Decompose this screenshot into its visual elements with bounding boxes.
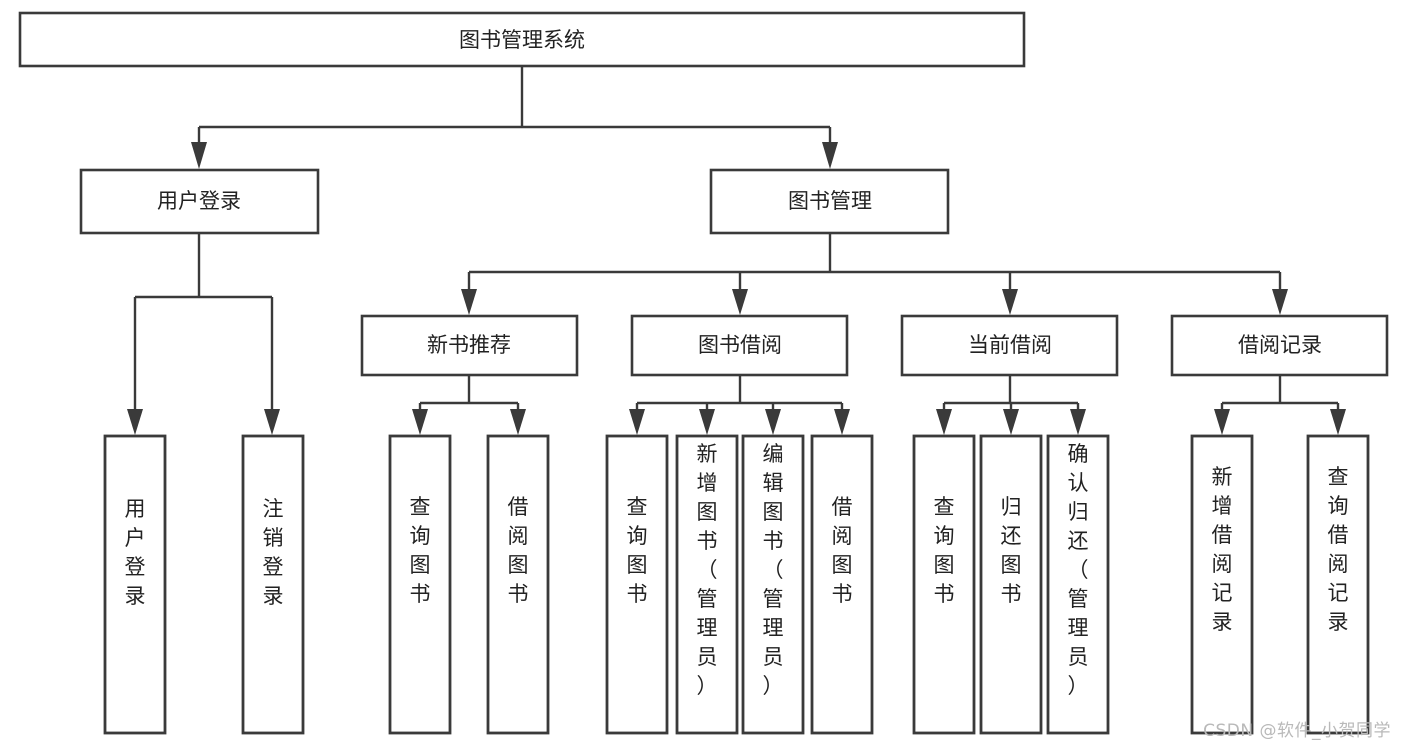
node-user-login-label: 用户登录 <box>157 189 241 213</box>
arrowhead-userlogin <box>191 142 207 169</box>
arrowhead-bookborrow-leaf-2 <box>699 409 715 435</box>
node-current-borrow[interactable]: 当前借阅 <box>900 314 1119 377</box>
leaf-node-nbr-borrow-book-label: 借阅图书 <box>508 495 529 606</box>
arrowhead-bookborrow-leaf-4 <box>834 409 850 435</box>
node-book-management-label: 图书管理 <box>788 189 872 213</box>
arrowhead-borrowrecord <box>1272 289 1288 315</box>
connector-group-newbook <box>412 375 526 435</box>
arrowhead-currentborrow-leaf-3 <box>1070 409 1086 435</box>
arrowhead-bookborrow-leaf-1 <box>629 409 645 435</box>
leaf-node-user-login[interactable]: 用户登录 <box>103 434 167 735</box>
node-book-management[interactable]: 图书管理 <box>709 168 950 235</box>
leaf-node-nbr-borrow-book[interactable]: 借阅图书 <box>486 434 550 735</box>
node-borrow-record-box[interactable] <box>1170 314 1389 377</box>
leaf-node-br-query-record[interactable]: 查询借阅记录 <box>1306 434 1370 735</box>
arrowhead-leaf-user-login <box>127 409 143 435</box>
leaf-node-cb-query-book-box[interactable] <box>912 434 976 735</box>
leaf-node-br-add-record[interactable]: 新增借阅记录 <box>1190 434 1254 735</box>
node-new-book-recommend-label: 新书推荐 <box>427 333 511 357</box>
arrowhead-bookborrow <box>732 289 748 315</box>
leaf-node-bb-add-book-label: 新增图书（管理员） <box>697 442 718 698</box>
node-borrow-record[interactable]: 借阅记录 <box>1170 314 1389 377</box>
node-borrow-record-label: 借阅记录 <box>1238 333 1322 357</box>
node-root-label: 图书管理系统 <box>459 28 585 52</box>
arrowhead-borrowrecord-leaf-2 <box>1330 409 1346 435</box>
leaf-node-br-add-record-label: 新增借阅记录 <box>1212 465 1233 634</box>
leaf-node-bb-borrow-book-box[interactable] <box>810 434 874 735</box>
leaf-node-br-query-record-box[interactable] <box>1306 434 1370 735</box>
node-current-borrow-label: 当前借阅 <box>968 333 1052 357</box>
leaf-node-cb-return-book[interactable]: 归还图书 <box>979 434 1043 735</box>
node-user-login-box[interactable] <box>79 168 320 235</box>
leaf-node-nbr-query-book[interactable]: 查询图书 <box>388 434 452 735</box>
arrowhead-bookmgmt <box>822 142 838 169</box>
leaf-node-cb-query-book[interactable]: 查询图书 <box>912 434 976 735</box>
leaf-node-nbr-query-book-label: 查询图书 <box>410 495 431 606</box>
node-new-book-recommend[interactable]: 新书推荐 <box>360 314 579 377</box>
connector-group-bookborrow <box>629 375 850 435</box>
arrowhead-currentborrow-leaf-1 <box>936 409 952 435</box>
leaf-node-bb-edit-book-box[interactable] <box>741 434 805 735</box>
leaf-node-nbr-query-book-box[interactable] <box>388 434 452 735</box>
leaf-node-br-query-record-label: 查询借阅记录 <box>1328 465 1349 634</box>
connector-group-borrowrecord <box>1214 375 1346 435</box>
leaf-node-cb-confirm-return-label: 确认归还（管理员） <box>1068 442 1089 698</box>
connector-group-root <box>191 66 838 169</box>
connector-group-userlogin <box>127 233 280 435</box>
arrowhead-newbook-leaf-2 <box>510 409 526 435</box>
connector-group-bookmgmt <box>461 233 1288 315</box>
leaf-node-bb-edit-book[interactable]: 编辑图书（管理员） <box>741 434 805 735</box>
leaf-node-cb-confirm-return-box[interactable] <box>1046 434 1110 735</box>
leaf-node-logout-label: 注销登录 <box>263 497 284 608</box>
leaf-node-bb-edit-book-label: 编辑图书（管理员） <box>763 442 784 698</box>
arrowhead-leaf-logout <box>264 409 280 435</box>
node-root-box[interactable] <box>18 11 1026 68</box>
node-root[interactable]: 图书管理系统 <box>18 11 1026 68</box>
node-book-borrow-box[interactable] <box>630 314 849 377</box>
leaf-node-bb-add-book[interactable]: 新增图书（管理员） <box>675 434 739 735</box>
leaf-node-logout[interactable]: 注销登录 <box>241 434 305 735</box>
node-new-book-recommend-box[interactable] <box>360 314 579 377</box>
node-book-borrow[interactable]: 图书借阅 <box>630 314 849 377</box>
leaf-node-bb-query-book-box[interactable] <box>605 434 669 735</box>
arrowhead-newbook <box>461 289 477 315</box>
leaf-node-cb-return-book-box[interactable] <box>979 434 1043 735</box>
leaf-node-nbr-borrow-book-box[interactable] <box>486 434 550 735</box>
leaf-node-cb-confirm-return[interactable]: 确认归还（管理员） <box>1046 434 1110 735</box>
connector-group-currentborrow <box>936 375 1086 435</box>
leaf-node-user-login-label: 用户登录 <box>125 497 146 608</box>
leaf-node-bb-add-book-box[interactable] <box>675 434 739 735</box>
node-current-borrow-box[interactable] <box>900 314 1119 377</box>
node-book-management-box[interactable] <box>709 168 950 235</box>
leaf-node-user-login-box[interactable] <box>103 434 167 735</box>
node-user-login[interactable]: 用户登录 <box>79 168 320 235</box>
leaf-node-br-add-record-box[interactable] <box>1190 434 1254 735</box>
leaf-node-logout-box[interactable] <box>241 434 305 735</box>
leaf-node-cb-query-book-label: 查询图书 <box>934 495 955 606</box>
leaf-node-bb-query-book[interactable]: 查询图书 <box>605 434 669 735</box>
arrowhead-newbook-leaf-1 <box>412 409 428 435</box>
leaf-node-cb-return-book-label: 归还图书 <box>1001 495 1022 606</box>
leaf-node-bb-borrow-book-label: 借阅图书 <box>832 495 853 606</box>
arrowhead-bookborrow-leaf-3 <box>765 409 781 435</box>
arrowhead-currentborrow-leaf-2 <box>1003 409 1019 435</box>
arrowhead-borrowrecord-leaf-1 <box>1214 409 1230 435</box>
arrowhead-currentborrow <box>1002 289 1018 315</box>
node-book-borrow-label: 图书借阅 <box>698 333 782 357</box>
leaf-node-bb-query-book-label: 查询图书 <box>627 495 648 606</box>
leaf-node-bb-borrow-book[interactable]: 借阅图书 <box>810 434 874 735</box>
